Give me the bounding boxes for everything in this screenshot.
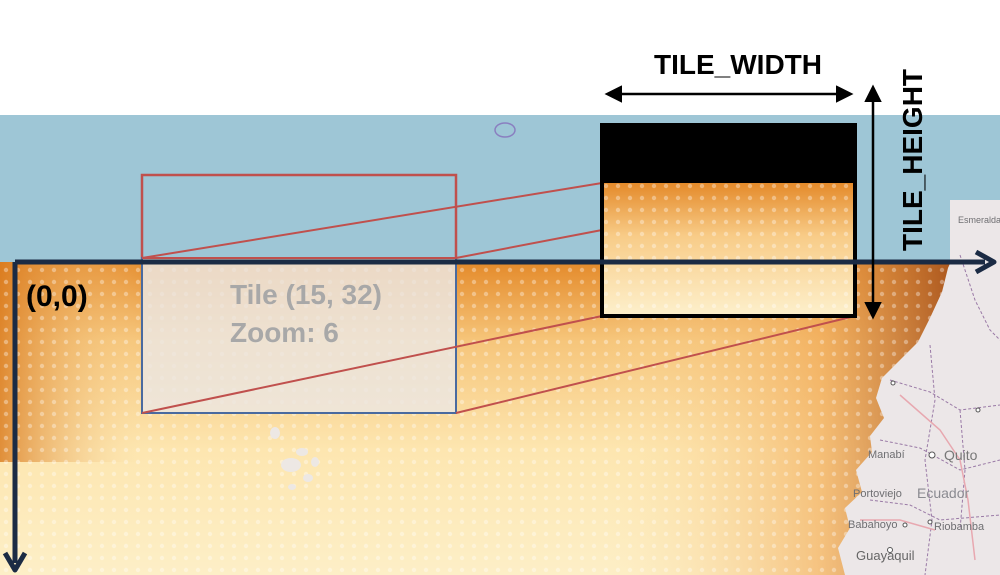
town-dots [887, 380, 981, 553]
enlarged-tile-dots [602, 183, 855, 316]
tile-width-label: TILE_WIDTH [654, 49, 822, 80]
tile-height-label: TILE_HEIGHT [897, 69, 928, 251]
map-label-riobamba: Riobamba [934, 521, 985, 533]
map-label-babahoyo: Babahoyo [848, 519, 898, 531]
map-label-guayaquil: Guayaquil [856, 548, 915, 563]
map-label-portoviejo: Portoviejo [853, 488, 902, 500]
origin-label: (0,0) [26, 280, 88, 313]
roads [860, 394, 976, 561]
land-top-strip [950, 200, 1000, 262]
island-outline [494, 122, 516, 138]
projection-lines [141, 182, 856, 414]
map-label-quito: Quito [944, 447, 978, 463]
province-borders [869, 254, 1000, 575]
y-axis-arrowhead [2, 551, 28, 573]
x-axis-arrowhead [974, 249, 997, 275]
ecuador-land [838, 210, 1000, 575]
map-place-labels: Quito Ecuador Manabí Babahoyo Riobamba G… [848, 215, 1000, 563]
enlarged-tile-frame [600, 123, 857, 318]
map-label-ecuador: Ecuador [917, 485, 969, 501]
zoom-label: Zoom: 6 [230, 317, 339, 348]
map-label-esmeraldas: Esmeraldas [958, 215, 1000, 225]
tile-coords-label: Tile (15, 32) [230, 279, 382, 310]
galapagos-islands [270, 427, 319, 490]
enlarged-tile-black-band [602, 125, 855, 183]
map-label-manabi: Manabí [868, 449, 905, 461]
tile-highlight [141, 257, 457, 414]
coordinate-axes [2, 249, 997, 573]
